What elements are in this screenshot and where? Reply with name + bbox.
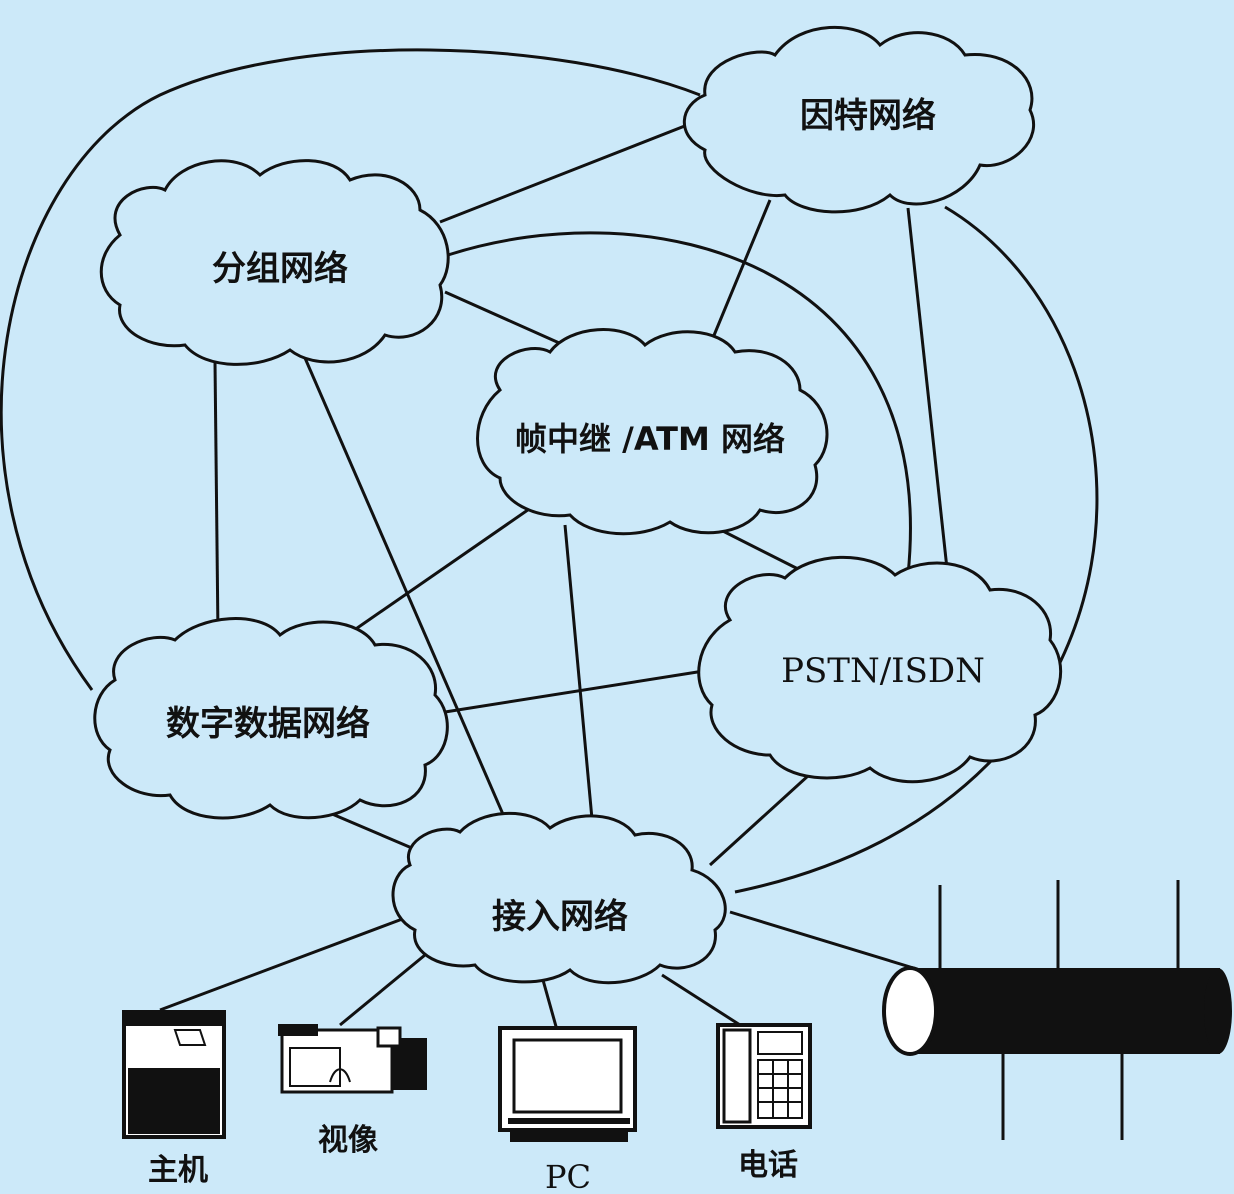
- device-label-video: 视像: [318, 1123, 378, 1158]
- node-label-ddn: 数字数据网络: [166, 704, 370, 744]
- cloud-pstn-isdn: [697, 555, 1063, 784]
- link-ddn-pstn: [444, 668, 711, 714]
- node-label-pstn-isdn: PSTN/ISDN: [781, 651, 985, 691]
- cloud-packet: [99, 159, 450, 366]
- host-icon: [122, 1010, 226, 1139]
- pc-icon: [498, 1026, 637, 1142]
- video-camera-icon: [278, 1024, 427, 1094]
- cloud-access: [391, 811, 727, 985]
- link-access-phone: [661, 973, 741, 1027]
- trunk-cable-icon: [882, 880, 1232, 1140]
- link-packet-access: [303, 357, 514, 836]
- node-label-access: 接入网络: [492, 897, 628, 937]
- device-label-pc: PC: [545, 1158, 591, 1194]
- link-framerelay-ddn: [349, 503, 536, 635]
- link-internet-access-arc: [734, 205, 1099, 894]
- node-label-internet: 因特网络: [800, 96, 936, 136]
- link-internet-pstn: [906, 207, 950, 579]
- link-access-host: [159, 916, 406, 1012]
- link-access-video: [339, 953, 426, 1027]
- cloud-ddn: [93, 617, 449, 820]
- link-pstn-access: [708, 763, 822, 867]
- device-label-host: 主机: [148, 1153, 208, 1188]
- link-packet-internet: [439, 118, 701, 224]
- link-packet-framerelay: [444, 290, 576, 352]
- device-label-phone: 电话: [738, 1148, 798, 1183]
- node-label-packet: 分组网络: [212, 249, 348, 289]
- phone-icon: [716, 1023, 812, 1129]
- link-ddn-internet-outer-arc: [0, 48, 701, 691]
- node-label-framerelay-atm: 帧中继 /ATM 网络: [515, 420, 785, 458]
- link-framerelay-access: [563, 524, 595, 831]
- link-internet-framerelay: [708, 199, 772, 346]
- link-access-pc: [541, 979, 559, 1031]
- link-access-trunk: [729, 910, 921, 972]
- cloud-internet: [682, 25, 1036, 214]
- cloud-framerelay-atm: [476, 328, 829, 536]
- link-packet-ddn: [213, 361, 220, 636]
- link-packet-pstn-arc: [447, 231, 912, 576]
